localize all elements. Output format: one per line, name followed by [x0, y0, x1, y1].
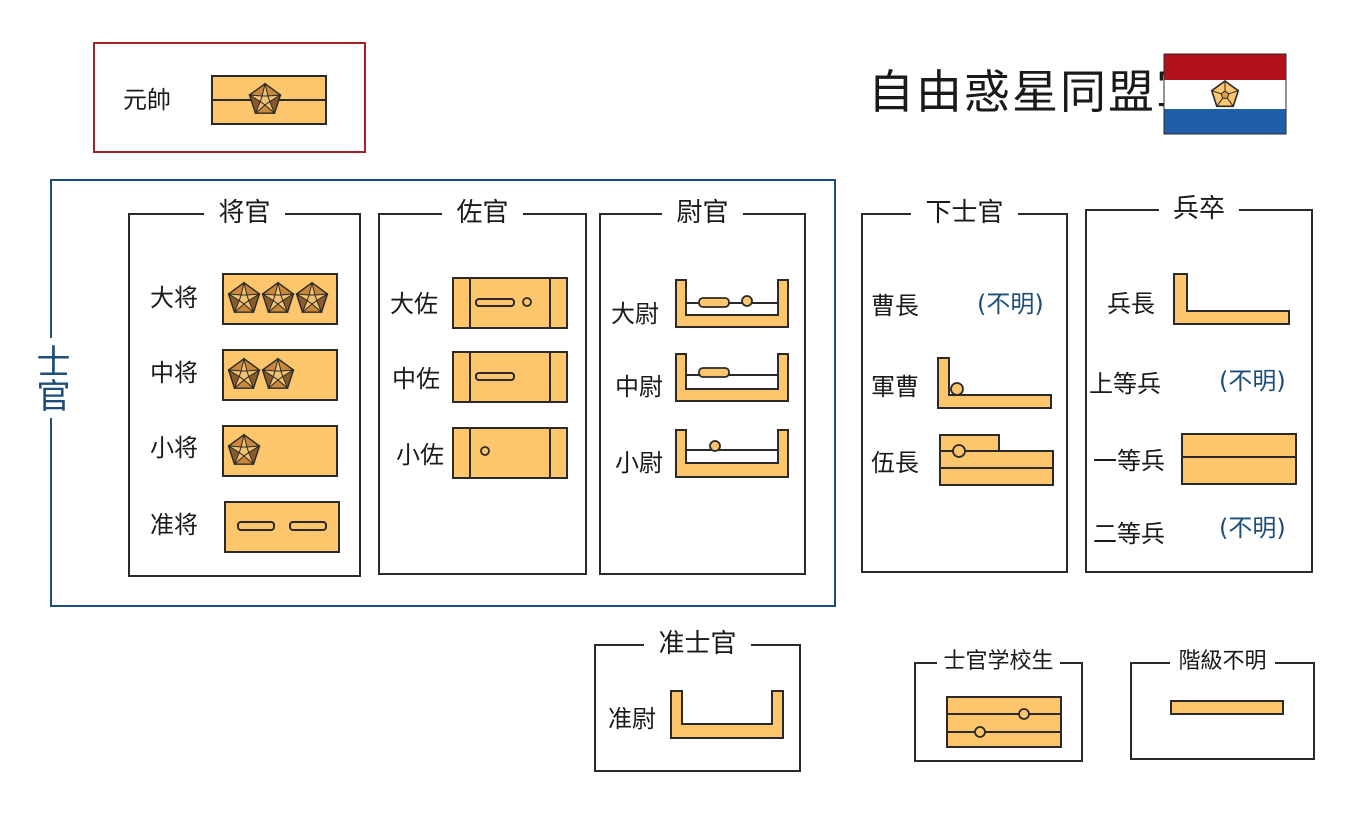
- insignia-warrant-officer: [670, 690, 784, 740]
- insignia-brigadier: [224, 501, 340, 553]
- star-emblem-icon: [295, 281, 329, 314]
- group-warrant-officer: 准士官 准尉: [594, 629, 801, 772]
- rank-label-second-lieutenant: 小尉: [615, 449, 663, 477]
- rank-label-sergeant-major: 曹長: [871, 292, 919, 320]
- rank-label-warrant-officer: 准尉: [608, 705, 656, 733]
- star-emblem-icon: [261, 281, 295, 314]
- star-emblem-icon: [248, 82, 282, 115]
- insignia-rank-unknown: [1170, 700, 1284, 716]
- insignia-private-first-class: [1181, 433, 1297, 485]
- insignia-general: [222, 273, 338, 325]
- insignia-colonel: [452, 277, 568, 329]
- unknown-insignia-private-second-class: (不明): [1219, 514, 1286, 542]
- rank-label-superior-private: 上等兵: [1089, 370, 1161, 398]
- group-title: 下士官: [911, 198, 1018, 228]
- rank-label-marshal: 元帥: [123, 86, 171, 114]
- group-title: 士官学校生: [937, 649, 1060, 674]
- marshal-panel: 元帥: [93, 42, 366, 153]
- insignia-major: [452, 427, 568, 479]
- group-title: 兵卒: [1158, 194, 1239, 224]
- star-emblem-icon: [227, 433, 261, 466]
- insignia-marshal: [211, 75, 327, 125]
- group-title: 佐官: [442, 198, 523, 228]
- rank-label-general: 大将: [150, 284, 198, 312]
- group-field-officers: 佐官 大佐 中佐 小佐: [378, 198, 587, 575]
- group-enlisted: 兵卒 兵長 上等兵 (不明) 一等兵 二等兵 (不明): [1085, 194, 1313, 573]
- rank-label-major: 小佐: [396, 441, 444, 469]
- unknown-insignia-sergeant-major: (不明): [977, 290, 1044, 318]
- rank-label-lt-colonel: 中佐: [392, 365, 440, 393]
- insignia-cadet: [946, 696, 1062, 748]
- officer-frame-label: 士官: [26, 338, 70, 418]
- insignia-lt-colonel: [452, 351, 568, 403]
- page-title: 自由惑星同盟軍: [868, 65, 1204, 119]
- rank-label-major-general: 小将: [150, 434, 198, 462]
- group-title: 階級不明: [1170, 649, 1275, 674]
- alliance-flag: [1163, 53, 1287, 135]
- rank-label-corporal: 伍長: [871, 449, 919, 477]
- insignia-second-lieutenant: [675, 429, 789, 479]
- group-rank-unknown: 階級不明: [1130, 649, 1315, 760]
- insignia-corporal: [939, 434, 1055, 486]
- group-company-officers: 尉官 大尉 中尉 小尉: [599, 198, 806, 575]
- group-cadet: 士官学校生: [914, 649, 1083, 762]
- group-title: 将官: [204, 198, 285, 228]
- rank-label-brigadier: 准将: [150, 511, 198, 539]
- insignia-lieutenant-general: [222, 349, 338, 401]
- rank-label-lieutenant-general: 中将: [150, 359, 198, 387]
- insignia-major-general: [222, 425, 338, 477]
- rank-label-sergeant: 軍曹: [871, 373, 919, 401]
- star-emblem-icon: [261, 357, 295, 390]
- insignia-sergeant: [937, 357, 1053, 409]
- rank-label-leading-private: 兵長: [1107, 290, 1155, 318]
- star-emblem-icon: [1210, 80, 1240, 108]
- group-nco: 下士官 曹長 (不明) 軍曹 伍長: [861, 198, 1068, 573]
- rank-label-colonel: 大佐: [390, 290, 438, 318]
- star-emblem-icon: [227, 357, 261, 390]
- rank-label-private-second-class: 二等兵: [1093, 520, 1165, 548]
- rank-label-first-lieutenant: 中尉: [615, 373, 663, 401]
- group-title: 尉官: [662, 198, 743, 228]
- insignia-leading-private: [1173, 273, 1291, 325]
- star-emblem-icon: [227, 281, 261, 314]
- unknown-insignia-superior-private: (不明): [1219, 367, 1286, 395]
- group-general-officers: 将官 大将 中将 小将 准将: [128, 198, 361, 577]
- rank-label-private-first-class: 一等兵: [1093, 447, 1165, 475]
- group-title: 准士官: [644, 629, 751, 659]
- rank-label-captain: 大尉: [611, 300, 659, 328]
- insignia-first-lieutenant: [675, 353, 789, 403]
- insignia-captain: [675, 279, 789, 329]
